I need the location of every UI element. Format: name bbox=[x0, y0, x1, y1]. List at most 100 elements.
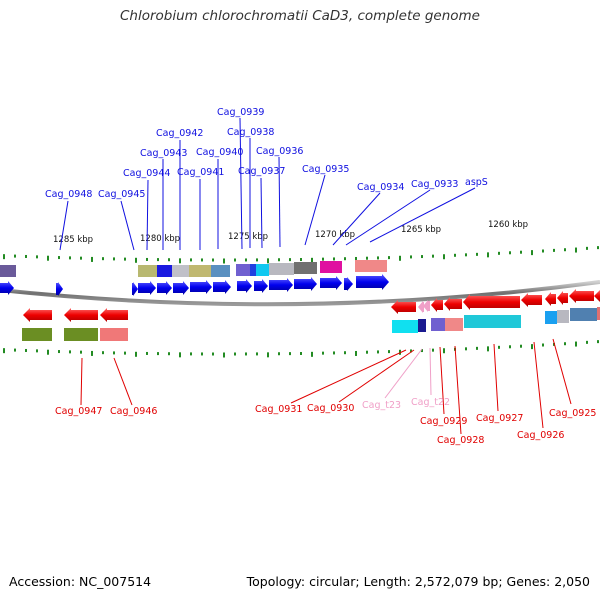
gene-label-cag-0940: Cag_0940 bbox=[196, 147, 243, 158]
gene-arrow bbox=[463, 294, 520, 310]
gene-label-cag-0929: Cag_0929 bbox=[420, 416, 467, 427]
feature-box bbox=[100, 328, 128, 341]
gene-label-cag-0935: Cag_0935 bbox=[302, 164, 349, 175]
gene-arrow bbox=[0, 281, 14, 295]
gene-arrow bbox=[23, 308, 52, 322]
feature-box bbox=[22, 328, 52, 341]
top-strand-genes bbox=[0, 274, 389, 296]
gene-label-cag-t23: Cag_t23 bbox=[362, 400, 401, 411]
gene-arrow bbox=[190, 280, 212, 294]
gene-arrow bbox=[431, 298, 443, 312]
gene-arrow bbox=[269, 278, 293, 292]
gene-arrow bbox=[545, 292, 556, 306]
feature-box bbox=[557, 310, 569, 323]
scale-ticks bbox=[3, 246, 599, 358]
trna-arrow bbox=[423, 300, 430, 312]
feature-box bbox=[294, 262, 317, 274]
map-title: Chlorobium chlorochromatii CaD3, complet… bbox=[120, 8, 480, 24]
scale-label-1260: 1260 kbp bbox=[488, 220, 528, 230]
feature-box bbox=[597, 307, 600, 320]
gene-arrow bbox=[254, 279, 268, 293]
gene-label-cag-0939: Cag_0939 bbox=[217, 107, 264, 118]
gene-arrow bbox=[391, 300, 416, 314]
gene-arrow bbox=[557, 291, 568, 305]
feature-box bbox=[157, 265, 172, 277]
feature-box bbox=[172, 265, 189, 277]
gene-label-cag-0942: Cag_0942 bbox=[156, 128, 203, 139]
feature-box bbox=[269, 263, 294, 275]
gene-label-cag-t22: Cag_t22 bbox=[411, 397, 450, 408]
gene-label-cag-0941: Cag_0941 bbox=[177, 167, 224, 178]
gene-arrow bbox=[213, 280, 231, 294]
feature-box bbox=[250, 264, 256, 276]
feature-box bbox=[570, 308, 597, 321]
gene-label-asps: aspS bbox=[465, 177, 488, 188]
gene-arrow bbox=[294, 277, 317, 291]
top-strand-feature-boxes bbox=[0, 260, 387, 277]
feature-box bbox=[189, 265, 211, 277]
gene-arrow bbox=[64, 308, 98, 322]
feature-box bbox=[464, 315, 521, 328]
feature-box bbox=[211, 265, 230, 277]
gene-label-cag-0934: Cag_0934 bbox=[357, 182, 404, 193]
gene-arrow bbox=[237, 279, 252, 293]
feature-box bbox=[545, 311, 557, 324]
gene-label-cag-0933: Cag_0933 bbox=[411, 179, 458, 190]
trna-arrow bbox=[418, 301, 424, 313]
gene-arrow bbox=[594, 290, 600, 302]
gene-arrow bbox=[100, 308, 128, 322]
gene-arrow bbox=[444, 297, 462, 311]
gene-label-cag-0927: Cag_0927 bbox=[476, 413, 523, 424]
gene-arrow bbox=[320, 276, 342, 290]
gene-label-cag-0943: Cag_0943 bbox=[140, 148, 187, 159]
top-leader-lines bbox=[59, 117, 476, 251]
feature-box bbox=[418, 319, 426, 332]
gene-arrow bbox=[132, 282, 138, 296]
top-gene-labels: Cag_0948 Cag_0945 Cag_0944 Cag_0943 Cag_… bbox=[45, 107, 488, 200]
gene-label-cag-0944: Cag_0944 bbox=[123, 168, 170, 179]
feature-box bbox=[431, 318, 445, 331]
bottom-leader-lines bbox=[80, 338, 572, 435]
gene-arrow bbox=[157, 281, 172, 295]
scale-labels: 1285 kbp 1280 kbp 1275 kbp 1270 kbp 1265… bbox=[53, 220, 528, 245]
gene-label-cag-0925: Cag_0925 bbox=[549, 408, 596, 419]
feature-box bbox=[445, 318, 463, 331]
gene-arrow bbox=[138, 281, 156, 295]
gene-label-cag-0936: Cag_0936 bbox=[256, 146, 303, 157]
scale-label-1285: 1285 kbp bbox=[53, 235, 93, 245]
gene-arrow bbox=[344, 277, 353, 291]
genome-backbone bbox=[0, 280, 600, 307]
feature-box bbox=[64, 328, 98, 341]
gene-label-cag-0930: Cag_0930 bbox=[307, 403, 354, 414]
bottom-strand-genes bbox=[23, 289, 600, 322]
gene-label-cag-0948: Cag_0948 bbox=[45, 189, 92, 200]
gene-label-cag-0938: Cag_0938 bbox=[227, 127, 274, 138]
gene-arrow bbox=[356, 274, 389, 290]
gene-label-cag-0945: Cag_0945 bbox=[98, 189, 145, 200]
gene-arrow bbox=[173, 281, 189, 295]
gene-label-cag-0946: Cag_0946 bbox=[110, 406, 157, 417]
gene-arrow bbox=[521, 293, 542, 307]
feature-box bbox=[138, 265, 157, 277]
gene-arrow bbox=[56, 282, 63, 296]
feature-box bbox=[392, 320, 418, 333]
feature-box bbox=[256, 264, 269, 276]
feature-box bbox=[355, 260, 387, 272]
scale-label-1280: 1280 kbp bbox=[140, 234, 180, 244]
gene-label-cag-0926: Cag_0926 bbox=[517, 430, 564, 441]
gene-label-cag-0931: Cag_0931 bbox=[255, 404, 302, 415]
feature-box bbox=[236, 264, 250, 276]
gene-label-cag-0947: Cag_0947 bbox=[55, 406, 102, 417]
scale-label-1270: 1270 kbp bbox=[315, 230, 355, 240]
bottom-gene-labels: Cag_0947 Cag_0946 Cag_0931 Cag_0930 Cag_… bbox=[55, 397, 596, 446]
feature-box bbox=[0, 265, 16, 277]
genome-summary-text: Topology: circular; Length: 2,572,079 bp… bbox=[246, 574, 590, 589]
scale-label-1265: 1265 kbp bbox=[401, 225, 441, 235]
bottom-strand-feature-boxes bbox=[22, 307, 600, 341]
feature-box bbox=[320, 261, 342, 273]
scale-label-1275: 1275 kbp bbox=[228, 232, 268, 242]
gene-arrow bbox=[569, 289, 594, 303]
gene-label-cag-0928: Cag_0928 bbox=[437, 435, 484, 446]
accession-text: Accession: NC_007514 bbox=[9, 574, 152, 589]
